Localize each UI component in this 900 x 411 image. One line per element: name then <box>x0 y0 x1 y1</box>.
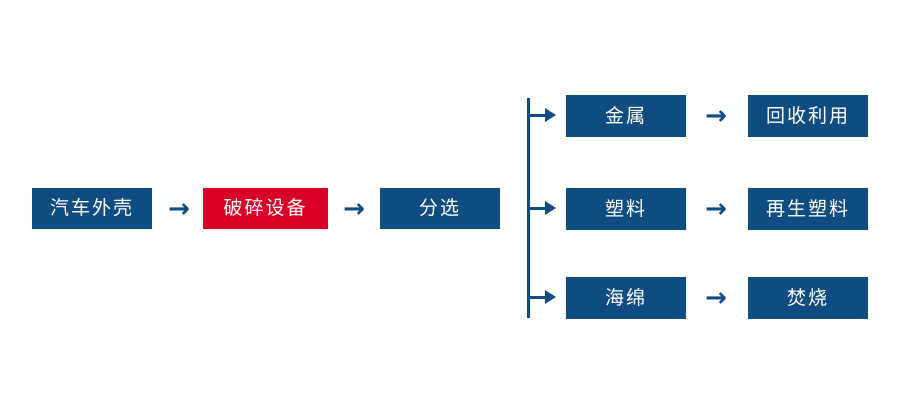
arrow-plastic-to-regenerated-icon: → <box>705 194 727 224</box>
node-incineration[interactable]: 焚烧 <box>748 277 868 319</box>
node-car-shell[interactable]: 汽车外壳 <box>32 188 152 229</box>
splitter-head-sponge-icon <box>545 290 556 304</box>
node-plastic[interactable]: 塑料 <box>566 188 686 230</box>
arrow-metal-to-recycle-icon: → <box>705 101 727 131</box>
arrow-shell-to-crusher-icon: → <box>168 194 190 224</box>
splitter-head-plastic-icon <box>545 201 556 215</box>
splitter-stub-plastic <box>530 207 546 210</box>
splitter-stub-sponge <box>530 296 546 299</box>
node-recycle-reuse[interactable]: 回收利用 <box>748 95 868 137</box>
node-sponge[interactable]: 海绵 <box>566 277 686 319</box>
arrow-sponge-to-incineration-icon: → <box>705 283 727 313</box>
node-metal[interactable]: 金属 <box>566 95 686 137</box>
node-sorting[interactable]: 分选 <box>380 188 500 229</box>
arrow-crusher-to-sorting-icon: → <box>343 194 365 224</box>
splitter-head-metal-icon <box>545 108 556 122</box>
node-regenerated-plastic[interactable]: 再生塑料 <box>748 188 868 230</box>
splitter-stub-metal <box>530 114 546 117</box>
splitter-vertical-line <box>527 98 530 318</box>
node-crusher[interactable]: 破碎设备 <box>203 188 328 229</box>
